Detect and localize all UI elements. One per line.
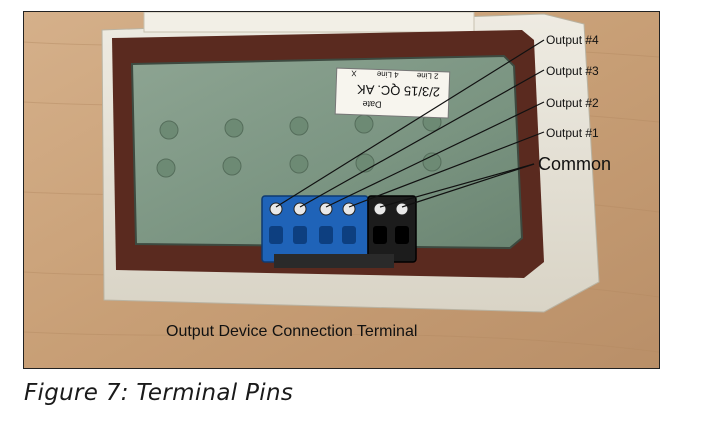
callout-common: Common: [538, 154, 611, 174]
photo-illustration: Date 2/3/15 QC. AK 2 Line 4 Line X: [24, 12, 659, 368]
callout-output-3: Output #3: [546, 64, 599, 78]
photo-embedded-caption: Output Device Connection Terminal: [166, 323, 417, 340]
callout-output-2: Output #2: [546, 96, 599, 110]
callout-lines: [275, 39, 545, 208]
sticker-x: X: [350, 69, 356, 78]
figure-caption: Figure 7: Terminal Pins: [24, 380, 294, 406]
sticker-4line: 4 Line: [376, 69, 399, 79]
callout-output-4: Output #4: [546, 33, 599, 47]
terminal-screws: [269, 202, 409, 216]
panel-dimples: [156, 112, 442, 178]
sticker-qc-note: 2/3/15 QC. AK: [356, 82, 440, 100]
sticker-2line: 2 Line: [416, 71, 439, 81]
terminal-block: [261, 195, 417, 268]
housing-top-lip: [143, 12, 475, 33]
terminal-wire-holes: [269, 226, 356, 244]
sticker: Date 2/3/15 QC. AK 2 Line 4 Line X: [334, 67, 451, 119]
terminal-black-holes: [373, 226, 409, 244]
terminal-base: [274, 254, 394, 268]
sticker-date: Date: [362, 99, 381, 110]
photo: Date 2/3/15 QC. AK 2 Line 4 Line X: [23, 11, 660, 369]
callout-output-1: Output #1: [546, 126, 599, 140]
